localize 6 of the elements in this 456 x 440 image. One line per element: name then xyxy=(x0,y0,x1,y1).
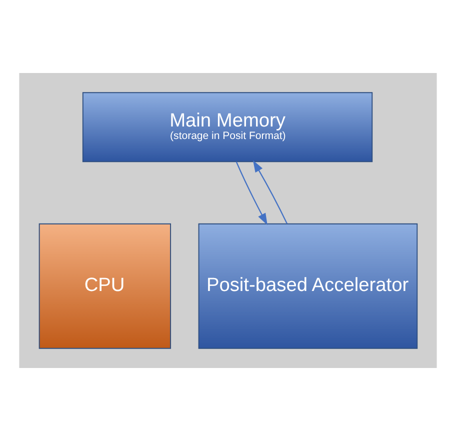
cluster xyxy=(19,72,437,368)
node-box: Posit-based Accelerator xyxy=(198,222,418,348)
node-box: CPU xyxy=(38,222,172,348)
arrow xyxy=(252,160,288,224)
arrow xyxy=(236,161,268,225)
node-box: Main Memory (storage in Posit Format) xyxy=(82,92,373,162)
